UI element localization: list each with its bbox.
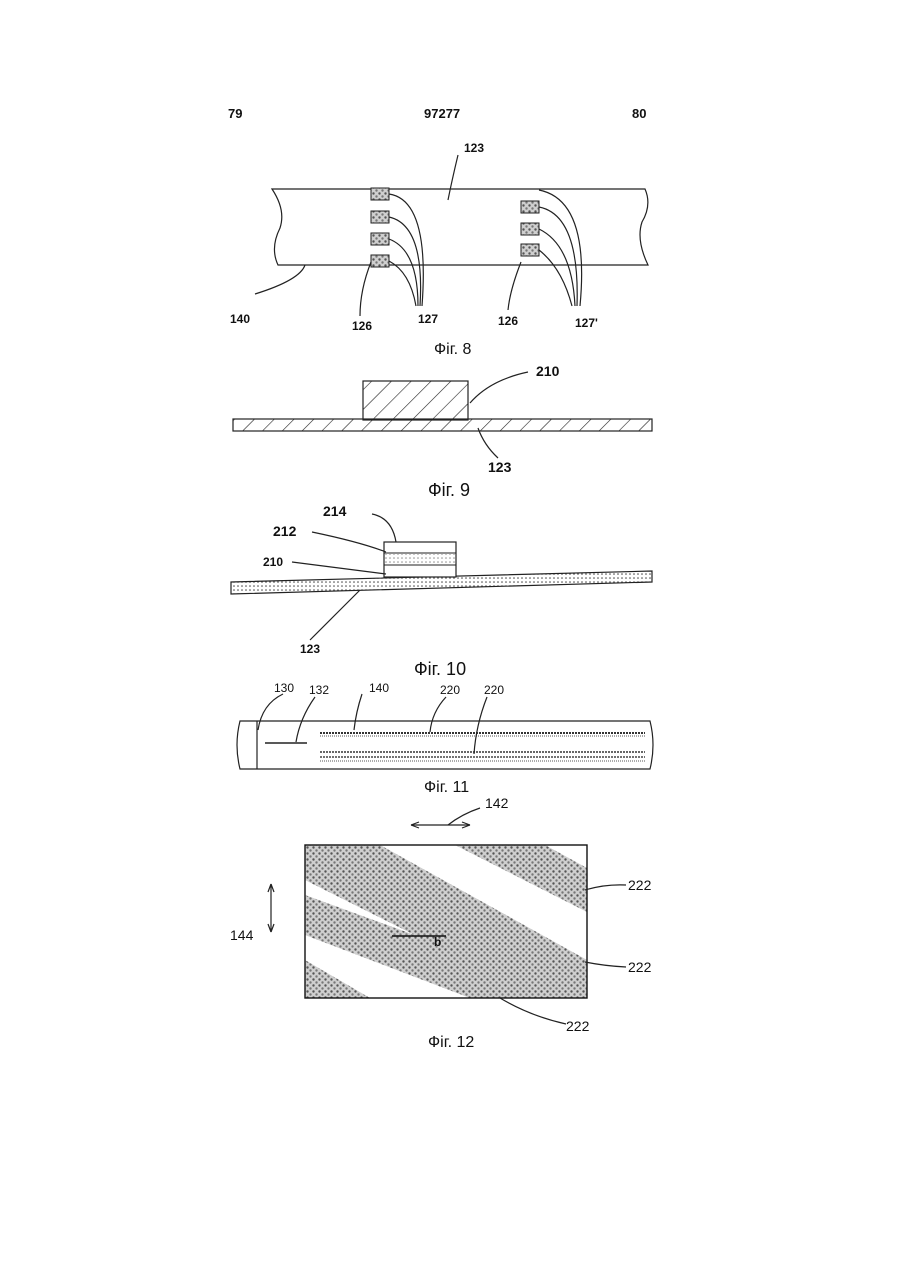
fig10-leader-lines [292,514,396,640]
fig10-label-123: 123 [300,642,320,656]
figure-11: 130 132 140 220 220 Фіг. 11 [237,681,653,796]
fig8-label-126: 126 [352,319,372,333]
fig10-label-212: 212 [273,523,297,539]
fig12-label-222c: 222 [566,1018,590,1034]
fig9-caption: Фіг. 9 [428,480,470,500]
fig12-label-222a: 222 [628,877,652,893]
fig9-leader-210 [470,372,528,403]
fig11-label-130: 130 [274,681,294,695]
fig12-label-b: b [434,935,441,949]
fig8-right-pads [521,201,539,256]
fig9-label-210: 210 [536,363,560,379]
fig11-caption: Фіг. 11 [424,779,469,796]
fig10-label-210: 210 [263,555,283,569]
fig12-label-222b: 222 [628,959,652,975]
figure-12: 142 144 b 222 222 222 Фіг. 12 [230,795,652,1051]
fig8-label-140: 140 [230,312,250,326]
fig11-label-220a: 220 [440,683,460,697]
fig9-leader-123 [478,428,498,458]
fig11-leader-lines [258,694,487,754]
fig10-label-214: 214 [323,503,347,519]
fig9-block [363,381,468,420]
fig11-conductive-tracks [320,733,645,761]
fig8-strip-outline [272,189,648,265]
figure-9: 210 123 Фіг. 9 [233,363,652,500]
fig12-caption: Фіг. 12 [428,1034,474,1051]
fig8-label-126b: 126 [498,314,518,328]
fig12-label-142: 142 [485,795,509,811]
fig8-left-pads [371,188,389,267]
fig9-substrate [233,419,652,431]
fig11-label-220b: 220 [484,683,504,697]
fig8-caption: Фіг. 8 [434,341,471,358]
fig9-label-123: 123 [488,459,512,475]
fig12-direction-arrow-142 [411,808,480,828]
fig10-caption: Фіг. 10 [414,659,466,679]
figure-8: 123 140 126 127 126 127' Фіг. 8 [230,141,648,358]
fig12-label-144: 144 [230,927,254,943]
fig8-label-127: 127 [418,312,438,326]
fig11-label-132: 132 [309,683,329,697]
fig8-label-123: 123 [464,141,484,155]
fig8-label-127prime: 127' [575,316,598,330]
fig12-direction-arrow-144 [268,884,274,932]
fig11-label-140: 140 [369,681,389,695]
fig12-diagonal-stripes [305,845,587,998]
figure-10: 214 212 210 123 Фіг. 10 [231,503,652,679]
